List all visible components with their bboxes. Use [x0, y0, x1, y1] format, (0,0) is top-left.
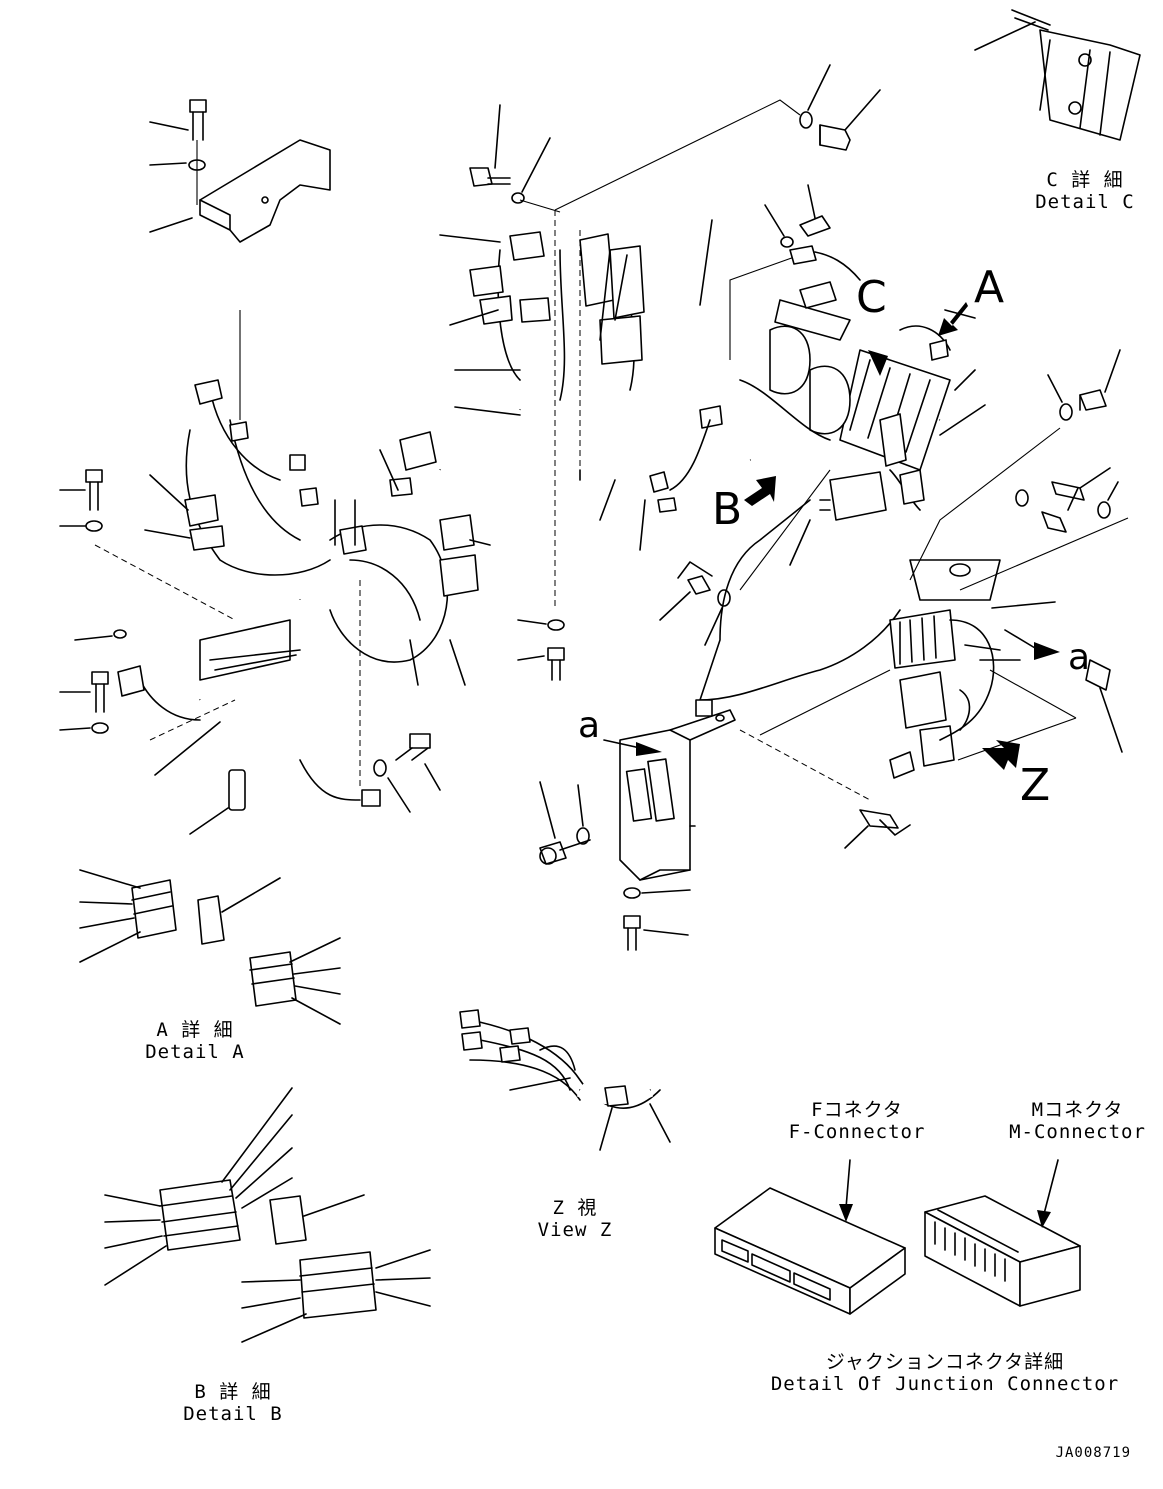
- bracket-a: [539, 669, 911, 951]
- label-detail-c-jp: C 詳 細: [1046, 169, 1124, 191]
- label-view-z: Z 視 View Z: [520, 1197, 630, 1242]
- label-detail-a-jp: A 詳 細: [156, 1019, 234, 1041]
- label-f-connector: Fコネクタ F-Connector: [782, 1099, 932, 1144]
- callout-view-b: B: [712, 484, 743, 535]
- left-connector-cluster: [59, 310, 331, 576]
- label-m-connector: Mコネクタ M-Connector: [1000, 1099, 1155, 1144]
- label-detail-a: A 詳 細 Detail A: [140, 1019, 250, 1064]
- label-detail-c: C 詳 細 Detail C: [1035, 169, 1135, 214]
- callout-mark-a-lower: a: [578, 705, 601, 746]
- label-detail-c-en: Detail C: [1035, 190, 1135, 213]
- detail-c-assembly: [974, 9, 1141, 141]
- view-z-drawing: [459, 1009, 671, 1151]
- callout-view-c: C: [856, 272, 887, 323]
- label-detail-a-en: Detail A: [145, 1040, 245, 1063]
- centre-connector-bundle: [329, 431, 491, 813]
- detail-a-drawing: [79, 869, 341, 1025]
- label-detail-b: B 詳 細 Detail B: [178, 1381, 288, 1426]
- label-m-connector-jp: Mコネクタ: [1031, 1099, 1124, 1121]
- callout-view-a: A: [974, 262, 1005, 313]
- part-code: JA008719: [1055, 1445, 1131, 1461]
- label-junction-connector: ジャクションコネクタ詳細 Detail Of Junction Connecto…: [760, 1351, 1130, 1396]
- callout-view-z: Z: [1020, 760, 1051, 811]
- right-fuse-box: [579, 64, 1001, 717]
- view-arrows: [744, 302, 1020, 770]
- label-view-z-en: View Z: [537, 1218, 613, 1241]
- label-junction-connector-en: Detail Of Junction Connector: [770, 1372, 1120, 1395]
- label-detail-b-jp: B 詳 細: [194, 1381, 272, 1403]
- upper-relay-cluster: [439, 99, 801, 681]
- label-detail-b-en: Detail B: [183, 1402, 283, 1425]
- cover-plate-topleft: [149, 99, 331, 243]
- label-junction-connector-jp: ジャクションコネクタ詳細: [825, 1351, 1065, 1373]
- label-f-connector-en: F-Connector: [788, 1120, 926, 1143]
- f-connector-drawing: [714, 1159, 906, 1315]
- view-z-connectors: [889, 601, 1123, 779]
- label-m-connector-en: M-Connector: [1009, 1120, 1146, 1143]
- callout-mark-a-upper: a: [1068, 637, 1091, 678]
- m-connector-drawing: [924, 1159, 1081, 1307]
- right-fasteners: [909, 349, 1129, 591]
- detail-b-drawing: [104, 1087, 431, 1343]
- label-f-connector-jp: Fコネクタ: [811, 1099, 903, 1121]
- label-view-z-jp: Z 視: [552, 1197, 598, 1219]
